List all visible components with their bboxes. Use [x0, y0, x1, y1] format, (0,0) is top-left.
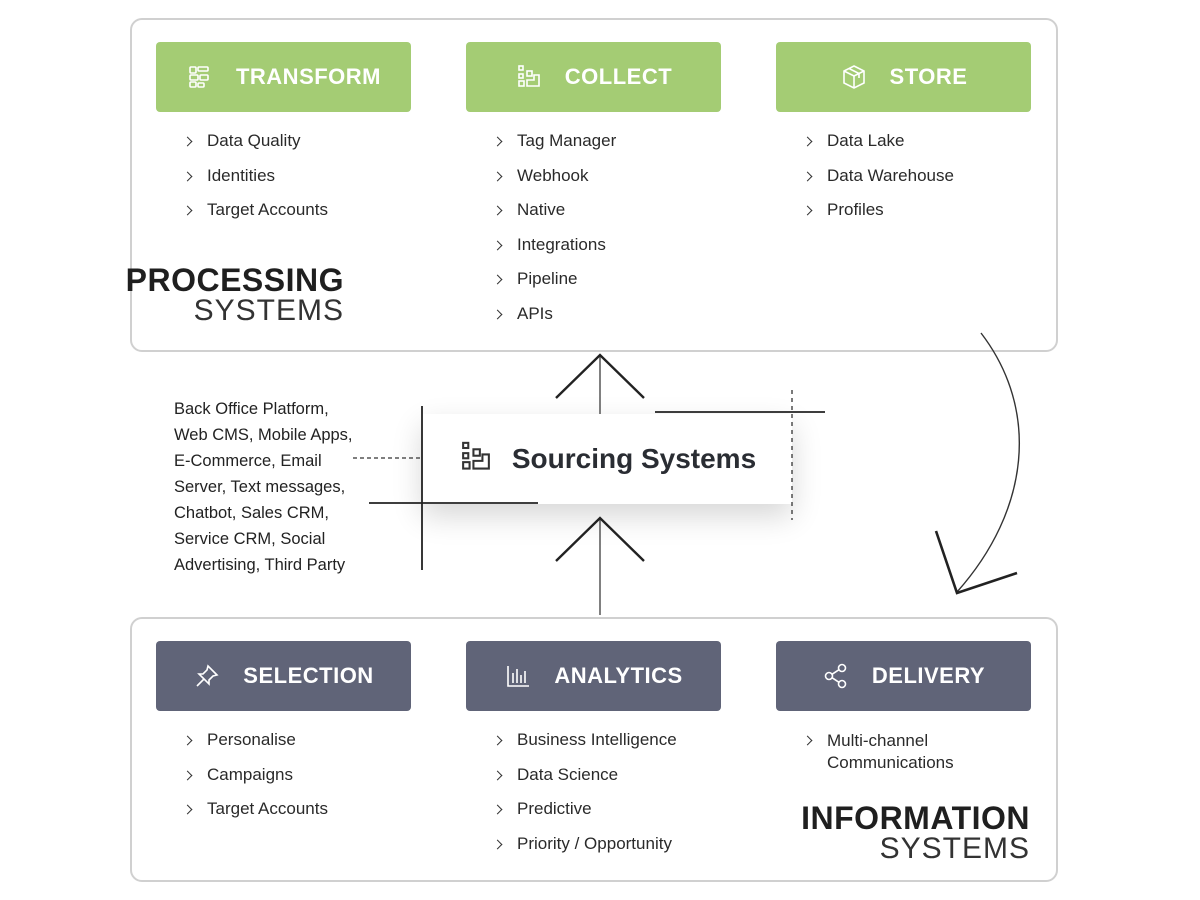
list-item: Data Warehouse — [802, 166, 954, 201]
curved-connector — [956, 332, 1021, 593]
transform-label: TRANSFORM — [235, 64, 382, 89]
transform-header: TRANSFORM — [156, 42, 411, 112]
selection-label: SELECTION — [243, 663, 374, 688]
sources-line: Web CMS, Mobile Apps, — [174, 426, 353, 444]
sources-line: Back Office Platform, — [174, 400, 329, 418]
selection-header: SELECTION — [156, 641, 411, 711]
information-title-light: SYSTEMS — [879, 832, 1030, 865]
list-item: Pipeline — [492, 269, 616, 304]
list-item: Data Science — [492, 765, 677, 800]
bar-chart-icon — [504, 662, 532, 690]
collect-header: COLLECT — [466, 42, 721, 112]
list-item: Predictive — [492, 799, 677, 834]
store-label: STORE — [889, 64, 968, 89]
list-item: Campaigns — [182, 765, 328, 800]
sourcing-systems-label: Sourcing Systems — [511, 443, 757, 474]
analytics-label: ANALYTICS — [554, 663, 683, 688]
transform-list: Data Quality Identities Target Accounts — [182, 131, 328, 235]
sources-line: E-Commerce, Email — [174, 452, 322, 470]
processing-systems-title: PROCESSING SYSTEMS — [126, 264, 344, 326]
delivery-label: DELIVERY — [871, 663, 986, 688]
list-item: APIs — [492, 304, 616, 339]
list-item: Target Accounts — [182, 799, 328, 834]
share-icon — [822, 662, 850, 690]
list-item: Webhook — [492, 166, 616, 201]
list-item: Integrations — [492, 235, 616, 270]
sources-line: Server, Text messages, — [174, 478, 346, 496]
analytics-list: Business Intelligence Data Science Predi… — [492, 730, 677, 868]
sources-list: Back Office Platform, Web CMS, Mobile Ap… — [174, 396, 353, 578]
collect-icon — [458, 439, 494, 480]
pin-icon — [193, 662, 221, 690]
list-item-line: Communications — [827, 753, 954, 772]
arrow-up-icon — [555, 353, 645, 399]
list-item: Native — [492, 200, 616, 235]
list-item: Personalise — [182, 730, 328, 765]
list-item: Identities — [182, 166, 328, 201]
list-item: Data Lake — [802, 131, 954, 166]
collect-label: COLLECT — [564, 64, 673, 89]
store-list: Data Lake Data Warehouse Profiles — [802, 131, 954, 235]
transform-icon — [186, 63, 214, 91]
collect-icon — [515, 63, 543, 91]
arrow-down-icon — [934, 530, 1018, 595]
selection-list: Personalise Campaigns Target Accounts — [182, 730, 328, 834]
processing-title-light: SYSTEMS — [193, 294, 344, 327]
information-systems-title: INFORMATION SYSTEMS — [801, 802, 1030, 864]
list-item: Data Quality — [182, 131, 328, 166]
sources-line: Chatbot, Sales CRM, — [174, 504, 329, 522]
information-title-strong: INFORMATION — [801, 800, 1030, 836]
sources-line: Advertising, Third Party — [174, 556, 346, 574]
list-item: Multi-channel Communications — [802, 730, 954, 780]
list-item: Priority / Opportunity — [492, 834, 677, 869]
list-item: Profiles — [802, 200, 954, 235]
delivery-list: Multi-channel Communications — [802, 730, 954, 780]
list-item: Target Accounts — [182, 200, 328, 235]
box-icon — [840, 63, 868, 91]
list-item-line: Multi-channel — [827, 731, 929, 750]
sources-line: Service CRM, Social — [174, 530, 326, 548]
processing-title-strong: PROCESSING — [125, 262, 344, 298]
store-header: STORE — [776, 42, 1031, 112]
analytics-header: ANALYTICS — [466, 641, 721, 711]
list-item: Tag Manager — [492, 131, 616, 166]
arrow-up-icon — [555, 516, 645, 562]
sourcing-systems-box: Sourcing Systems — [422, 414, 792, 504]
delivery-header: DELIVERY — [776, 641, 1031, 711]
list-item: Business Intelligence — [492, 730, 677, 765]
collect-list: Tag Manager Webhook Native Integrations … — [492, 131, 616, 339]
